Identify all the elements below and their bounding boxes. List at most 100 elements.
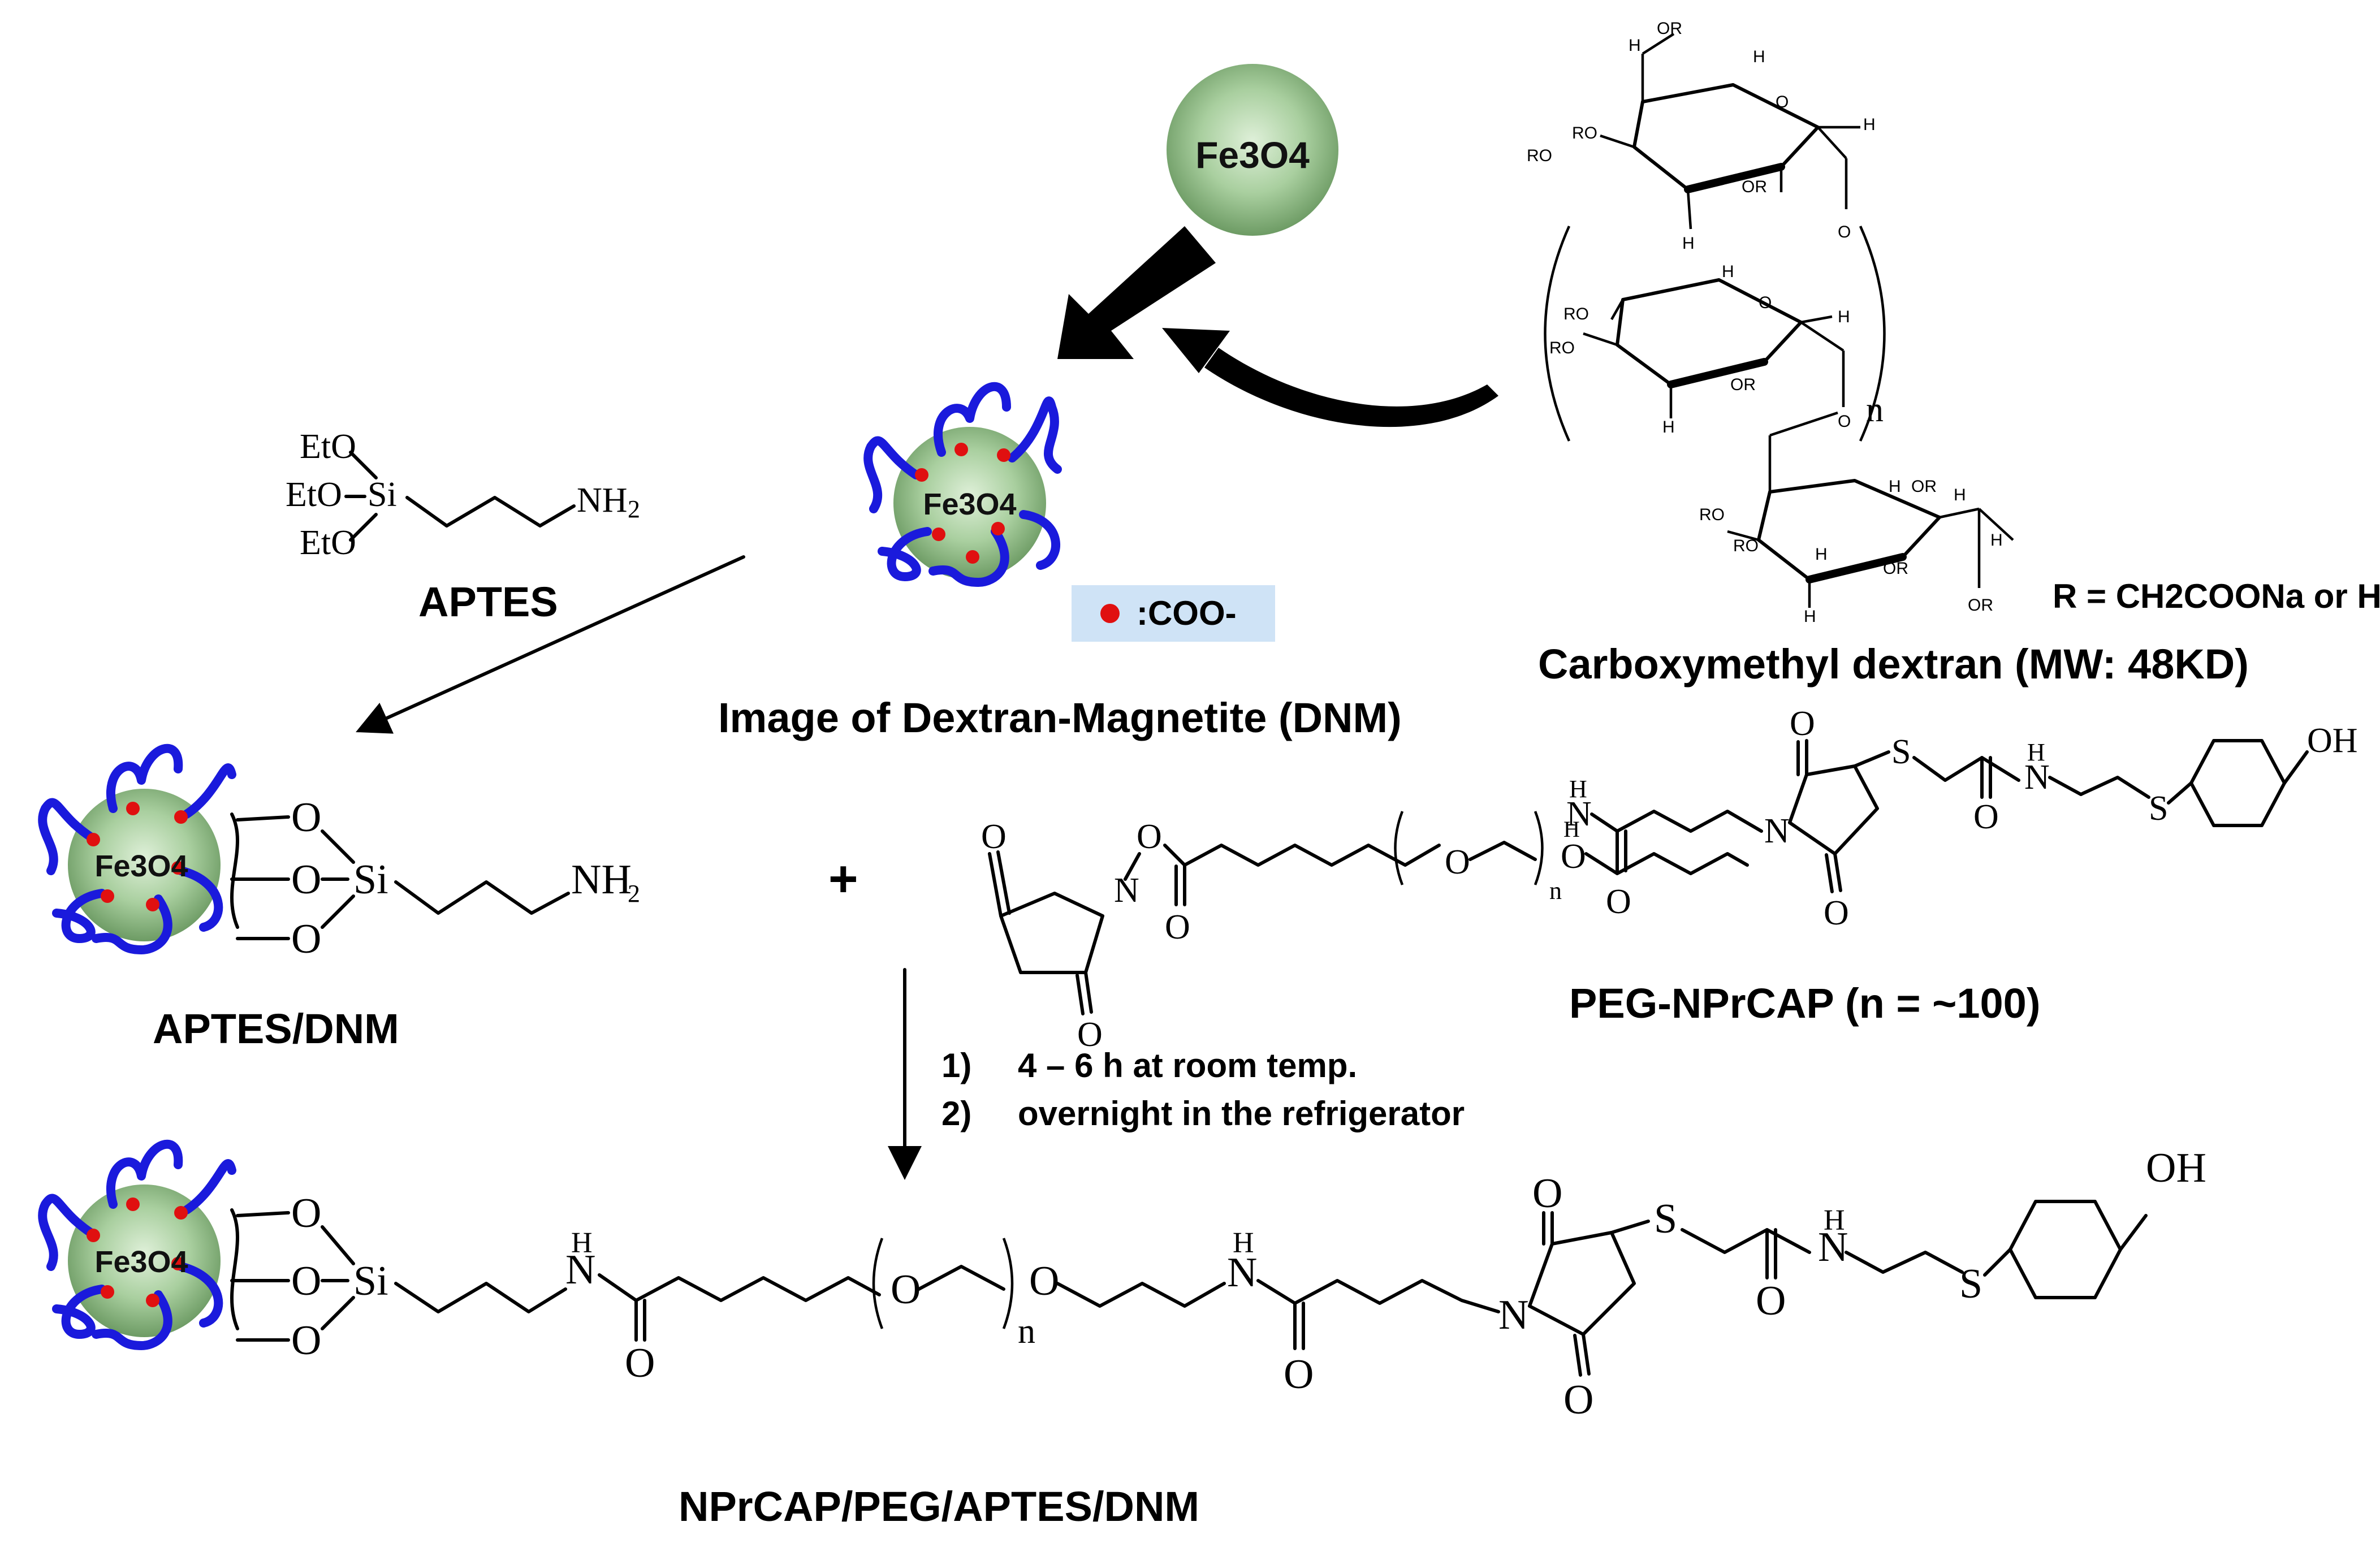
- svg-text:H: H: [1233, 1227, 1254, 1259]
- svg-text:EtO: EtO: [300, 427, 356, 466]
- svg-text:N: N: [1764, 812, 1790, 850]
- svg-text:O: O: [891, 1266, 921, 1313]
- svg-text:O: O: [1284, 1351, 1314, 1398]
- svg-text:n: n: [1549, 877, 1562, 905]
- svg-text:O: O: [1077, 1015, 1103, 1054]
- svg-text:RO: RO: [1733, 537, 1759, 555]
- svg-text:H: H: [1569, 775, 1587, 803]
- svg-text:O: O: [1532, 1170, 1562, 1217]
- svg-text:H: H: [2027, 738, 2045, 766]
- svg-text:Fe3O4: Fe3O4: [94, 849, 188, 883]
- svg-text:O: O: [1445, 843, 1470, 881]
- svg-text:N: N: [2024, 758, 2050, 797]
- peg-nprcap-caption: PEG-NPrCAP (n = ~100): [1569, 980, 2040, 1027]
- svg-text:S: S: [2149, 789, 2168, 828]
- svg-text:H: H: [1863, 115, 1876, 134]
- svg-text:OR: OR: [1968, 596, 1993, 615]
- svg-text:2: 2: [628, 880, 640, 907]
- svg-text:O: O: [1759, 293, 1772, 312]
- svg-text:O: O: [1973, 798, 1999, 836]
- svg-text:RO: RO: [1549, 339, 1575, 357]
- plus-sign: +: [828, 851, 858, 907]
- aptes-dnm-caption: APTES/DNM: [153, 1005, 399, 1052]
- svg-text:H: H: [1889, 477, 1901, 496]
- svg-text:O: O: [1776, 93, 1789, 111]
- svg-text:O: O: [1029, 1258, 1059, 1304]
- legend-dot: [1100, 604, 1120, 623]
- free-magnetite-particle: Fe3O4: [1167, 64, 1338, 236]
- svg-text:O: O: [1563, 1377, 1593, 1423]
- svg-text:2: 2: [628, 495, 640, 523]
- svg-text:NH: NH: [571, 857, 632, 903]
- svg-text:S: S: [1654, 1196, 1677, 1242]
- product-caption: NPrCAP/PEG/APTES/DNM: [679, 1483, 1199, 1530]
- svg-text:RO: RO: [1572, 124, 1597, 142]
- particle-label: Fe3O4: [1195, 134, 1310, 176]
- svg-text:N: N: [1227, 1250, 1257, 1296]
- svg-text:NH: NH: [577, 481, 628, 520]
- svg-text:H: H: [1804, 607, 1816, 626]
- svg-text:OR: OR: [1911, 477, 1937, 496]
- svg-text:N: N: [1818, 1224, 1848, 1270]
- svg-text:O: O: [1756, 1278, 1786, 1324]
- svg-text:O: O: [291, 1258, 321, 1304]
- svg-text:OR: OR: [1657, 19, 1682, 38]
- svg-text:O: O: [1561, 837, 1586, 876]
- arrow-to-aptes-dnm: [356, 555, 745, 734]
- svg-text:OH: OH: [2146, 1145, 2206, 1191]
- dextran-caption: Carboxymethyl dextran (MW: 48KD): [1538, 641, 2249, 688]
- svg-text:O: O: [625, 1340, 655, 1386]
- svg-text:H: H: [1954, 486, 1966, 504]
- reaction-conditions: 1) 4 – 6 h at room temp. 2) overnight in…: [941, 1047, 1465, 1132]
- svg-text:OH: OH: [2307, 721, 2358, 760]
- svg-text:OR: OR: [1742, 178, 1767, 196]
- svg-text:Fe3O4: Fe3O4: [94, 1245, 188, 1279]
- svg-text:O: O: [981, 818, 1007, 856]
- aptes-dnm-particle: Fe3O4 O O O Si NH2: [38, 743, 640, 962]
- svg-text:N: N: [565, 1247, 595, 1293]
- curved-arrow-dextran-to-dnm: [1162, 328, 1498, 427]
- svg-text:S: S: [1959, 1261, 1982, 1307]
- svg-text:H: H: [1990, 531, 2003, 550]
- svg-text:H: H: [1682, 234, 1695, 253]
- svg-text:Fe3O4: Fe3O4: [923, 487, 1016, 521]
- dnm-particle: Fe3O4: [863, 382, 1062, 587]
- svg-text:O: O: [291, 916, 321, 962]
- dnm-caption: Image of Dextran-Magnetite (DNM): [718, 694, 1402, 741]
- svg-text:RO: RO: [1699, 505, 1725, 524]
- svg-text:EtO: EtO: [286, 475, 342, 514]
- svg-text:H: H: [1824, 1204, 1845, 1237]
- peg-nprcap-structure-right: H N O N O O S O N H S OH: [1566, 704, 2358, 932]
- svg-text:O: O: [1137, 818, 1162, 856]
- legend-label: :COO-: [1137, 594, 1237, 632]
- svg-text:OR: OR: [1730, 375, 1756, 394]
- condition-2-text: overnight in the refrigerator: [1018, 1095, 1465, 1132]
- svg-text:Si: Si: [353, 857, 388, 903]
- svg-text:O: O: [1165, 908, 1190, 946]
- condition-1-num: 1): [941, 1047, 971, 1084]
- svg-text:H: H: [571, 1227, 593, 1259]
- svg-text:Si: Si: [368, 475, 397, 514]
- svg-text:O: O: [1838, 223, 1851, 241]
- svg-text:H: H: [1629, 36, 1641, 55]
- product-chain: N H O O n O N H O N O O S O N H S: [394, 1145, 2206, 1423]
- legend-carboxylate: :COO-: [1072, 585, 1275, 642]
- product-particle: Fe3O4 O O O Si: [38, 1139, 388, 1364]
- svg-text:EtO: EtO: [300, 524, 356, 562]
- svg-text:O: O: [291, 1317, 321, 1364]
- svg-text:S: S: [1891, 733, 1911, 771]
- peg-nprcap-structure: O O N O O O n O H: [981, 811, 1749, 1054]
- svg-text:RO: RO: [1563, 305, 1589, 323]
- svg-text:O: O: [1790, 704, 1815, 743]
- svg-text:H: H: [1753, 47, 1765, 66]
- svg-text:O: O: [1824, 894, 1849, 932]
- svg-text:O: O: [291, 1190, 321, 1237]
- r-group-definition: R = CH2COONa or H: [2053, 577, 2380, 615]
- svg-text:H: H: [1722, 262, 1734, 281]
- condition-2-num: 2): [941, 1095, 971, 1132]
- aptes-caption: APTES: [418, 578, 558, 625]
- svg-text:H: H: [1563, 816, 1580, 842]
- svg-text:O: O: [1606, 883, 1631, 921]
